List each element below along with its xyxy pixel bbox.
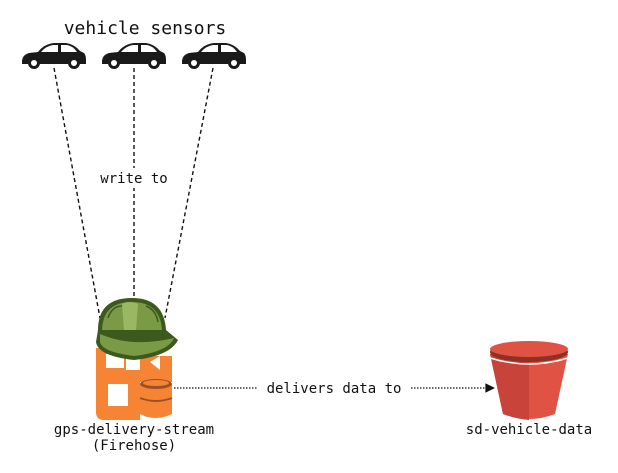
car-icon xyxy=(22,43,86,69)
bucket-name-label: sd-vehicle-data xyxy=(466,422,592,438)
car-icon xyxy=(102,43,166,69)
write-connector-3 xyxy=(164,67,214,319)
write-label-bg xyxy=(95,168,173,188)
vehicle-sensor-2 xyxy=(102,43,166,69)
write-connector-1 xyxy=(53,67,101,319)
car-icon xyxy=(182,43,246,69)
deliver-label-bg xyxy=(258,378,410,398)
write-to-label: write to xyxy=(100,171,167,187)
stream-name-label: gps-delivery-stream xyxy=(54,422,214,438)
vehicle-sensor-1 xyxy=(22,43,86,69)
firehose-icon xyxy=(96,348,173,420)
vehicle-sensor-3 xyxy=(182,43,246,69)
diagram-title: vehicle sensors xyxy=(64,18,227,39)
delivers-data-label: delivers data to xyxy=(267,381,402,397)
stream-type-label: (Firehose) xyxy=(92,438,176,454)
s3-bucket-icon xyxy=(489,341,569,420)
hard-hat-icon xyxy=(96,298,178,360)
